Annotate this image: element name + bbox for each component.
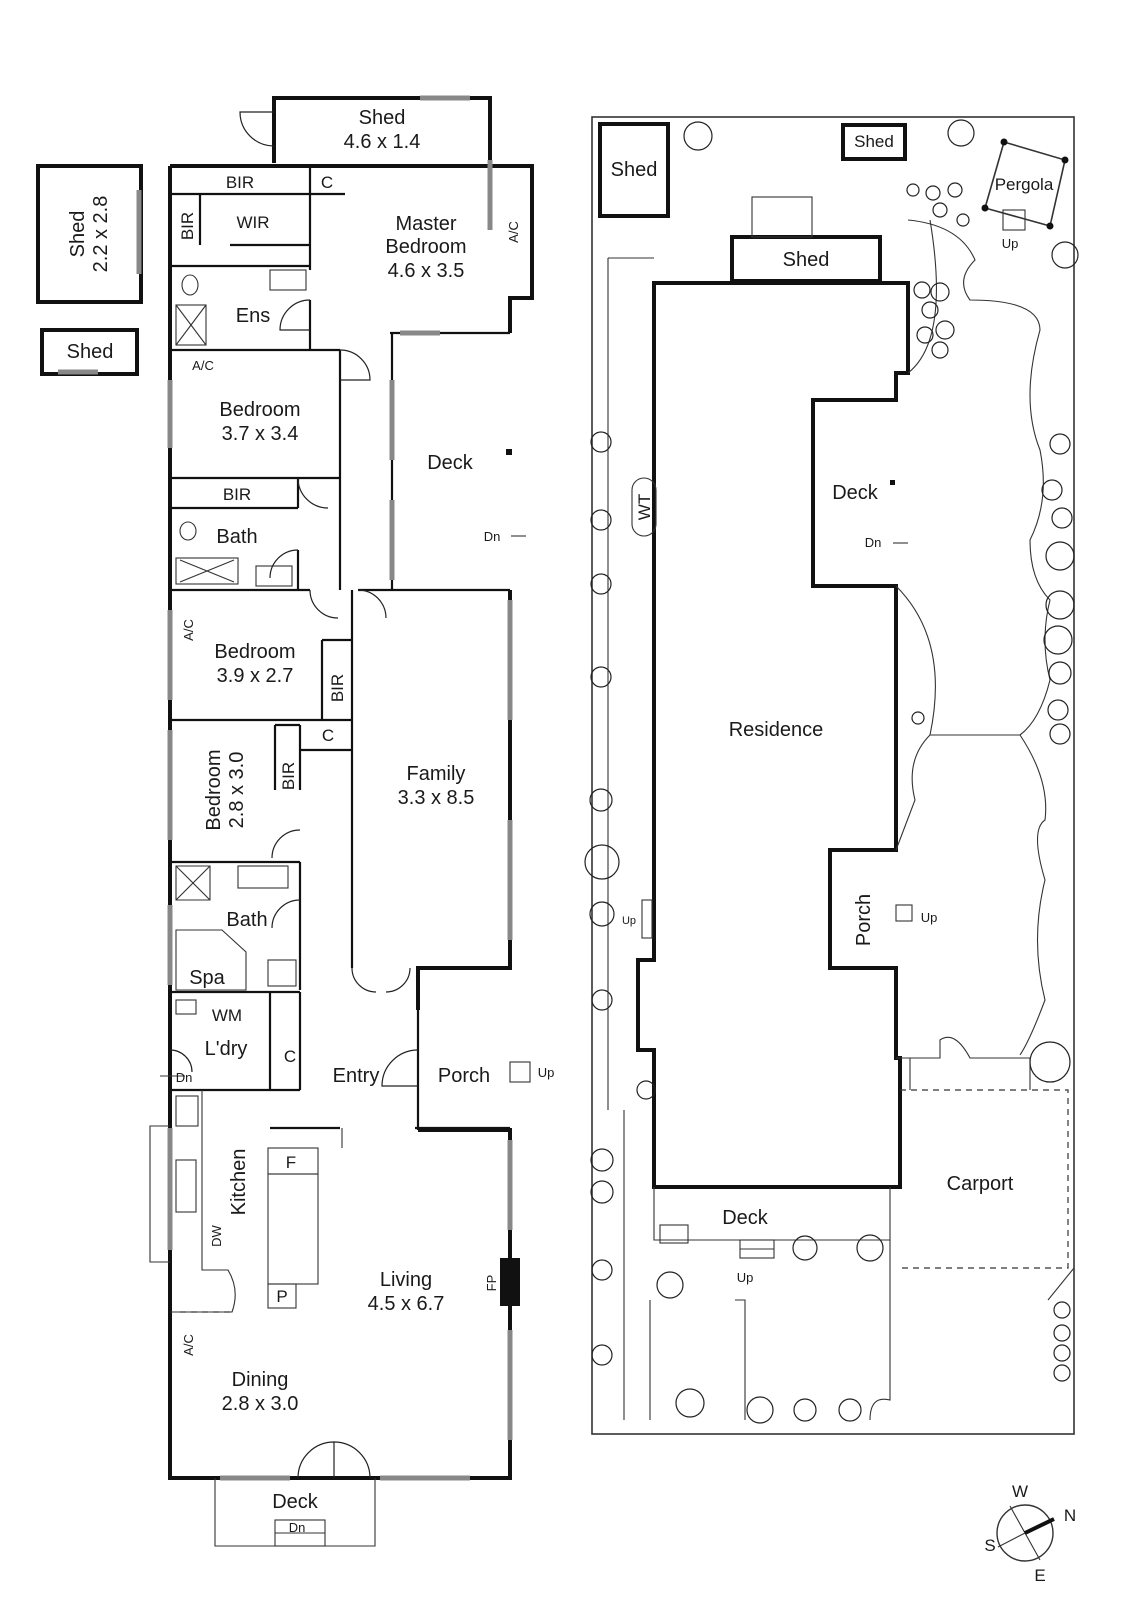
internal-walls: [170, 166, 510, 1148]
label-fp: FP: [484, 1275, 499, 1292]
doors: [169, 299, 419, 1479]
label-c-3: C: [284, 1047, 296, 1066]
label-bedroom-3: Bedroom: [203, 749, 225, 830]
site-boundary: [591, 116, 1075, 1435]
label-c-2: C: [322, 726, 334, 745]
label-bir-5: BIR: [279, 762, 298, 790]
label-shed-top: Shed: [359, 107, 406, 129]
label-ac-2: A/C: [192, 358, 214, 373]
label-living: Living: [380, 1269, 432, 1291]
label-ac-4: A/C: [181, 1334, 196, 1356]
label-family-size: 3.3 x 8.5: [398, 787, 475, 809]
site-label-up-4: Up: [737, 1270, 754, 1285]
label-dining-size: 2.8 x 3.0: [222, 1393, 299, 1415]
shed-top-outline: [272, 96, 492, 163]
label-deck-1: Deck: [427, 452, 474, 474]
kitchen-joinery: [170, 999, 319, 1313]
compass-n: N: [1064, 1506, 1076, 1525]
windows: [149, 160, 513, 1481]
label-master-2: Bedroom: [385, 236, 466, 258]
label-bir-4: BIR: [328, 674, 347, 702]
site-label-shed-2: Shed: [854, 132, 894, 151]
site-label-shed-1: Shed: [611, 159, 658, 181]
floor-plan-labels: Shed 4.6 x 1.4 Shed 2.2 x 2.8 Shed BIR C…: [67, 107, 555, 1535]
site-label-wt: WT: [635, 494, 654, 520]
site-label-dn-1: Dn: [865, 535, 882, 550]
label-dn-3: Dn: [289, 1520, 306, 1535]
label-dw: DW: [209, 1224, 224, 1246]
site-label-up-3: Up: [622, 915, 636, 927]
site-label-pergola: Pergola: [995, 175, 1054, 194]
site-label-shed-3: Shed: [783, 249, 830, 271]
label-bir-3: BIR: [223, 485, 251, 504]
compass-w: W: [1012, 1482, 1028, 1501]
label-bedroom-2-size: 3.9 x 2.7: [217, 665, 294, 687]
label-bedroom-1: Bedroom: [219, 399, 300, 421]
label-kitchen: Kitchen: [228, 1149, 250, 1216]
label-dining: Dining: [232, 1369, 289, 1391]
site-label-deck-2: Deck: [722, 1207, 769, 1229]
site-label-up-2: Up: [921, 910, 938, 925]
fireplace: [500, 1258, 520, 1306]
label-dn-2: Dn: [176, 1070, 193, 1085]
label-ens: Ens: [236, 305, 270, 327]
site-label-deck-1: Deck: [832, 482, 879, 504]
label-bath-1: Bath: [216, 526, 257, 548]
label-deck-2: Deck: [272, 1491, 319, 1513]
label-wir: WIR: [236, 213, 269, 232]
label-shed-small: Shed: [67, 341, 114, 363]
trees: [584, 119, 1079, 1424]
label-dn-1: Dn: [484, 529, 501, 544]
label-master-size: 4.6 x 3.5: [388, 260, 465, 282]
residence-outline: [636, 281, 910, 1189]
label-shed-top-size: 4.6 x 1.4: [344, 131, 421, 153]
site-label-carport: Carport: [947, 1173, 1014, 1195]
compass: [996, 1504, 1055, 1562]
label-wm: WM: [212, 1006, 242, 1025]
label-c-1: C: [321, 173, 333, 192]
label-p: P: [276, 1287, 287, 1306]
label-bedroom-3-size: 2.8 x 3.0: [226, 752, 248, 829]
label-bedroom-2: Bedroom: [214, 641, 295, 663]
label-up-1: Up: [538, 1065, 555, 1080]
compass-s: S: [984, 1536, 995, 1555]
label-bir-2: BIR: [178, 212, 197, 240]
site-label-porch: Porch: [853, 894, 875, 946]
site-plan-labels: Shed Shed Shed Pergola Up WT Deck Dn Res…: [611, 132, 1054, 1285]
compass-e: E: [1034, 1566, 1045, 1585]
site-shed-2: [841, 123, 907, 161]
site-label-up-1: Up: [1002, 236, 1019, 251]
compass-labels: W N S E: [984, 1482, 1076, 1585]
garden-path: [895, 219, 1051, 1056]
site-label-residence: Residence: [729, 719, 824, 741]
label-bir-1: BIR: [226, 173, 254, 192]
label-spa: Spa: [189, 967, 225, 989]
label-bath-2: Bath: [226, 909, 267, 931]
label-ac-1: A/C: [506, 221, 521, 243]
floor-plan: [36, 95, 534, 1547]
label-entry: Entry: [333, 1065, 380, 1087]
label-ac-3: A/C: [181, 619, 196, 641]
label-laundry: L'dry: [205, 1038, 248, 1060]
label-master-1: Master: [395, 213, 456, 235]
site-plan: [584, 116, 1079, 1435]
site-shed-1: [598, 122, 670, 218]
label-bedroom-1-size: 3.7 x 3.4: [222, 423, 299, 445]
label-porch-1: Porch: [438, 1065, 490, 1087]
label-shed-left-size: 2.2 x 2.8: [90, 196, 112, 273]
label-living-size: 4.5 x 6.7: [368, 1293, 445, 1315]
label-family: Family: [407, 763, 466, 785]
fittings: [175, 269, 307, 991]
label-shed-left: Shed: [67, 211, 89, 258]
label-f: F: [286, 1153, 296, 1172]
